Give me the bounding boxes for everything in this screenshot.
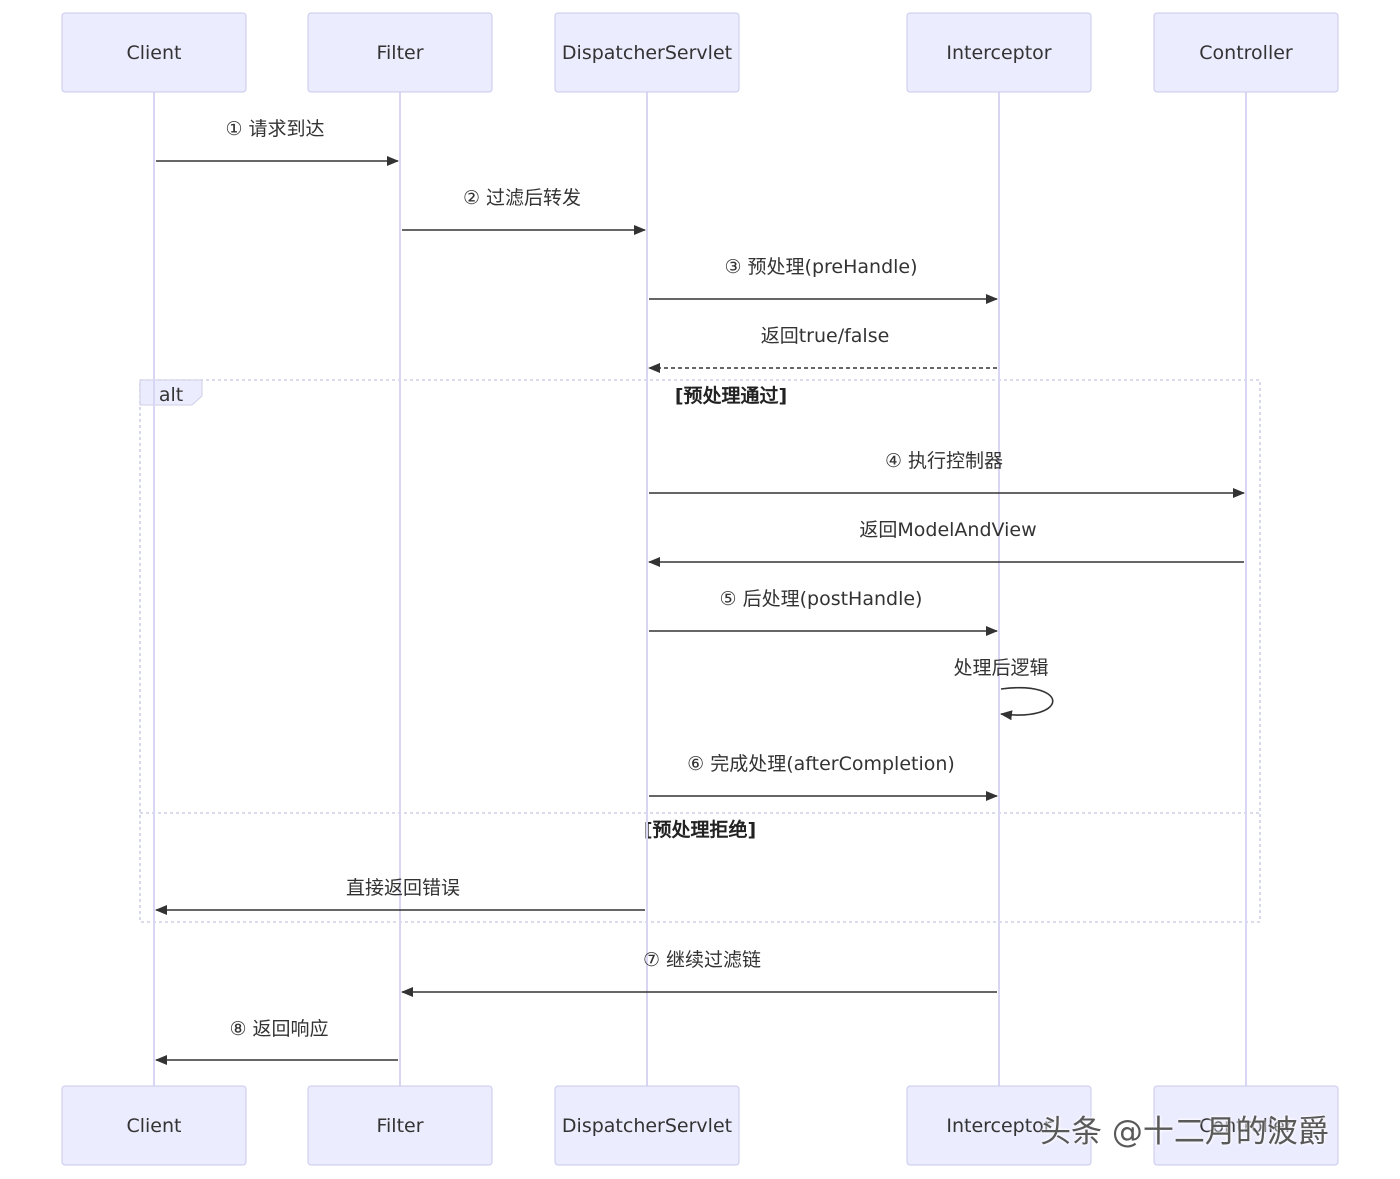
message-label-3: ③ 预处理(preHandle) <box>724 256 917 278</box>
actor-box-dispatcher-top <box>554 12 740 93</box>
messages: ① 请求到达 ② 过滤后转发 ③ 预处理(preHandle) 返回true/f… <box>155 118 1245 1065</box>
message-label-7: ⑤ 后处理(postHandle) <box>720 588 923 610</box>
actor-label-interceptor-top: Interceptor <box>946 42 1051 64</box>
actor-label-filter-bottom: Filter <box>376 1115 423 1137</box>
actor-box-interceptor-top <box>906 12 1092 93</box>
message-label-12: ⑧ 返回响应 <box>229 1018 328 1040</box>
actor-label-dispatcher-top: DispatcherServlet <box>562 42 732 64</box>
message-label-9: ⑥ 完成处理(afterCompletion) <box>687 753 955 775</box>
alt-frame <box>139 379 1261 923</box>
alt-condition-false: [预处理拒绝] <box>644 818 756 841</box>
actors-bottom: Client Filter DispatcherServlet Intercep… <box>61 1085 1339 1166</box>
message-arrow-8-self <box>1000 687 1054 721</box>
message-label-10: 直接返回错误 <box>346 877 460 899</box>
actor-label-filter-top: Filter <box>376 42 423 64</box>
alt-condition-true: [预处理通过] <box>675 384 787 407</box>
alt-tag-label: alt <box>159 384 183 406</box>
actor-label-client-top: Client <box>126 42 181 64</box>
actor-box-client-bottom <box>61 1085 247 1166</box>
alt-tag-box <box>139 379 203 406</box>
message-label-6: 返回ModelAndView <box>859 519 1036 541</box>
actor-box-filter-bottom <box>307 1085 493 1166</box>
message-label-5: ④ 执行控制器 <box>885 450 1003 472</box>
actor-label-dispatcher-bottom: DispatcherServlet <box>562 1115 732 1137</box>
message-label-4: 返回true/false <box>761 325 890 347</box>
actor-box-controller-bottom <box>1153 1085 1339 1166</box>
actor-box-filter-top <box>307 12 493 93</box>
actor-box-controller-top <box>1153 12 1339 93</box>
message-label-8: 处理后逻辑 <box>953 657 1048 679</box>
actor-label-controller-bottom: Controller <box>1199 1115 1293 1137</box>
message-label-1: ① 请求到达 <box>225 118 324 140</box>
alt-fragment: alt [预处理通过] [预处理拒绝] <box>139 379 1261 923</box>
actor-box-client-top <box>61 12 247 93</box>
actor-label-controller-top: Controller <box>1199 42 1293 64</box>
actor-label-interceptor-bottom: Interceptor <box>946 1115 1051 1137</box>
watermark: 头条 @十二月的波爵 <box>1040 1114 1329 1150</box>
actor-box-dispatcher-bottom <box>554 1085 740 1166</box>
actors-top: Client Filter DispatcherServlet Intercep… <box>61 12 1339 93</box>
message-label-2: ② 过滤后转发 <box>463 187 581 209</box>
message-label-11: ⑦ 继续过滤链 <box>643 949 761 971</box>
lifelines <box>153 92 1247 1086</box>
actor-label-client-bottom: Client <box>126 1115 181 1137</box>
actor-box-interceptor-bottom <box>906 1085 1092 1166</box>
